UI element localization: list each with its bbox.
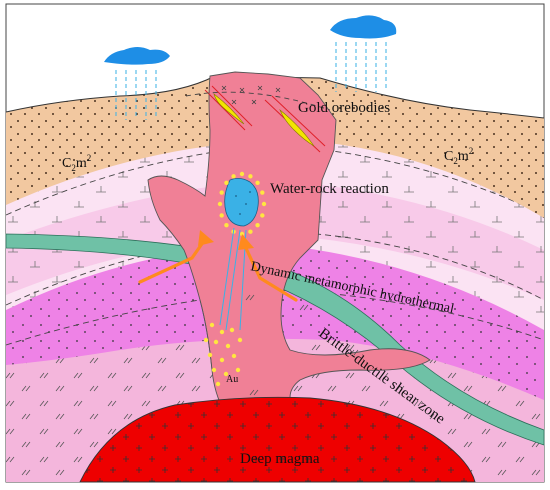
gold-dot (219, 190, 224, 195)
label-gold-orebodies: Gold orebodies (298, 100, 390, 116)
gold-dot (203, 337, 209, 343)
gold-dot (219, 213, 224, 218)
gold-orebody-left (213, 93, 245, 125)
gold-dot (211, 367, 217, 373)
gold-dot (261, 201, 267, 207)
intrusion-slashes (245, 294, 359, 396)
label-strata-left: C2m2 (62, 153, 91, 173)
gold-dot (209, 322, 215, 328)
gold-dot (231, 353, 237, 359)
rain-cloud-icon (330, 15, 397, 92)
gold-dot (231, 174, 236, 179)
gold-dot (224, 180, 229, 185)
gold-dot (255, 180, 260, 185)
rain-cloud-icon (104, 47, 170, 120)
gold-dot (215, 381, 221, 387)
gold-dot (207, 352, 213, 358)
label-deep-magma: Deep magma (240, 451, 320, 467)
gold-dot (219, 329, 225, 335)
gold-dot (224, 223, 229, 228)
gold-dot (248, 174, 253, 179)
gold-dot (213, 339, 219, 345)
label-water-rock-reaction: Water-rock reaction (270, 181, 389, 197)
water-rock-reaction-zone (224, 178, 259, 227)
gold-dot (260, 213, 265, 218)
gold-dot (239, 171, 245, 177)
gold-orebody-right (279, 109, 315, 147)
gold-dot (229, 327, 235, 333)
gold-dot (255, 223, 260, 228)
gold-dot (223, 371, 229, 377)
label-strata-right: C2m2 (444, 146, 473, 166)
gold-dot (235, 367, 241, 373)
gold-dot (248, 229, 253, 234)
cross-symbols (221, 85, 281, 105)
gold-dots (203, 171, 267, 387)
gold-dot (219, 357, 225, 363)
label-au: Au (226, 374, 238, 385)
gold-dot (260, 190, 265, 195)
gold-dot (237, 337, 243, 343)
gold-dot (225, 343, 231, 349)
gold-dot (217, 201, 223, 207)
